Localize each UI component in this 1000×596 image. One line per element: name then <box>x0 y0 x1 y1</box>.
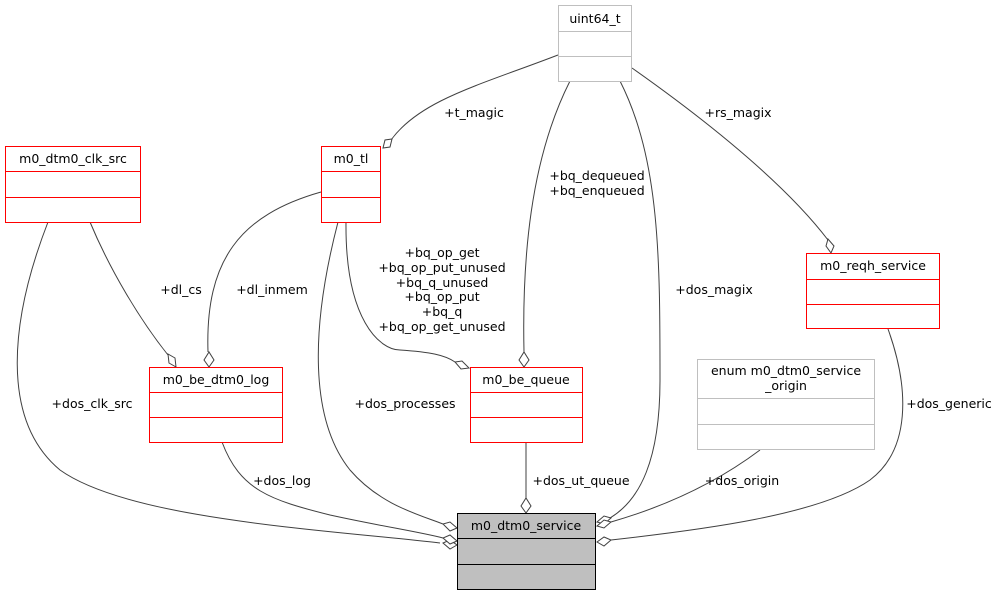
node-queue[interactable]: m0_be_queue <box>470 367 583 443</box>
edge-dos-origin <box>610 449 761 523</box>
label-rs-magix: +rs_magix <box>704 105 771 120</box>
edge-dos-log <box>221 441 444 539</box>
node-origin[interactable]: enum m0_dtm0_service _origin <box>697 359 875 450</box>
edges <box>16 54 904 550</box>
edge-bq-ops <box>345 221 456 363</box>
label-dos-ut-queue: +dos_ut_queue <box>532 473 629 488</box>
diamond-bq-ops <box>454 360 471 370</box>
node-service[interactable]: m0_dtm0_service <box>457 513 596 590</box>
label-bq-op-get: +bq_op_get <box>405 245 480 260</box>
diamond-dl-inmem <box>203 351 215 368</box>
node-title: m0_be_queue <box>482 372 570 387</box>
label-bq-enqueued: +bq_enqueued <box>549 183 644 198</box>
node-title-line1: enum m0_dtm0_service <box>711 363 861 378</box>
node-title: m0_dtm0_clk_src <box>19 151 127 166</box>
edge-dl-cs <box>89 221 169 356</box>
label-dos-processes: +dos_processes <box>354 396 455 411</box>
node-reqh[interactable]: m0_reqh_service <box>806 253 940 329</box>
edge-dl-inmem <box>207 191 322 353</box>
diamond-dos-processes <box>442 521 458 532</box>
label-bq-op-put-unused: +bq_op_put_unused <box>378 260 505 275</box>
diamond-dl-cs <box>167 353 177 368</box>
edge-labels: +t_magic +rs_magix +bq_dequeued +bq_enqu… <box>52 105 992 488</box>
node-title: uint64_t <box>569 11 620 26</box>
label-dos-magix: +dos_magix <box>675 282 752 297</box>
edge-dos-generic <box>610 328 904 541</box>
label-t-magic: +t_magic <box>444 105 504 120</box>
label-dos-log: +dos_log <box>253 473 311 488</box>
node-title-line2: _origin <box>764 378 807 393</box>
diamond-dos-generic <box>596 536 612 547</box>
node-title: m0_reqh_service <box>820 258 926 273</box>
diamond-dos-origin <box>595 519 613 529</box>
diamond-dos-ut-queue <box>520 497 532 514</box>
label-bq-dequeued: +bq_dequeued <box>549 168 644 183</box>
edge-dos-clk-src <box>16 221 441 544</box>
label-bq-q-unused: +bq_q_unused <box>396 275 489 290</box>
edge-dos-magix <box>609 80 661 519</box>
node-uint64[interactable]: uint64_t <box>558 5 632 82</box>
node-clk-src[interactable]: m0_dtm0_clk_src <box>5 146 141 223</box>
node-title: m0_tl <box>334 151 369 166</box>
label-dl-inmem: +dl_inmem <box>236 282 308 297</box>
diamond-bq-queued <box>518 351 530 368</box>
edge-bq-queued <box>523 80 571 353</box>
node-log[interactable]: m0_be_dtm0_log <box>149 367 283 443</box>
label-dos-generic: +dos_generic <box>906 396 992 411</box>
edge-t-magic <box>390 54 559 141</box>
diamond-rs-magix <box>825 237 835 255</box>
label-bq-op-get-unused: +bq_op_get_unused <box>378 319 505 334</box>
diamond-t-magic <box>382 138 393 149</box>
label-dos-origin: +dos_origin <box>705 473 779 488</box>
label-dos-clk-src: +dos_clk_src <box>52 396 133 411</box>
label-bq-q: +bq_q <box>422 304 463 319</box>
edge-dos-processes <box>317 221 444 525</box>
edge-rs-magix <box>631 67 829 241</box>
label-dl-cs: +dl_cs <box>160 282 202 297</box>
label-bq-op-put: +bq_op_put <box>404 289 479 304</box>
node-title: m0_dtm0_service <box>471 518 582 533</box>
node-tl[interactable]: m0_tl <box>321 146 381 223</box>
diamond-dos-log <box>442 534 458 545</box>
node-title: m0_be_dtm0_log <box>163 372 270 387</box>
